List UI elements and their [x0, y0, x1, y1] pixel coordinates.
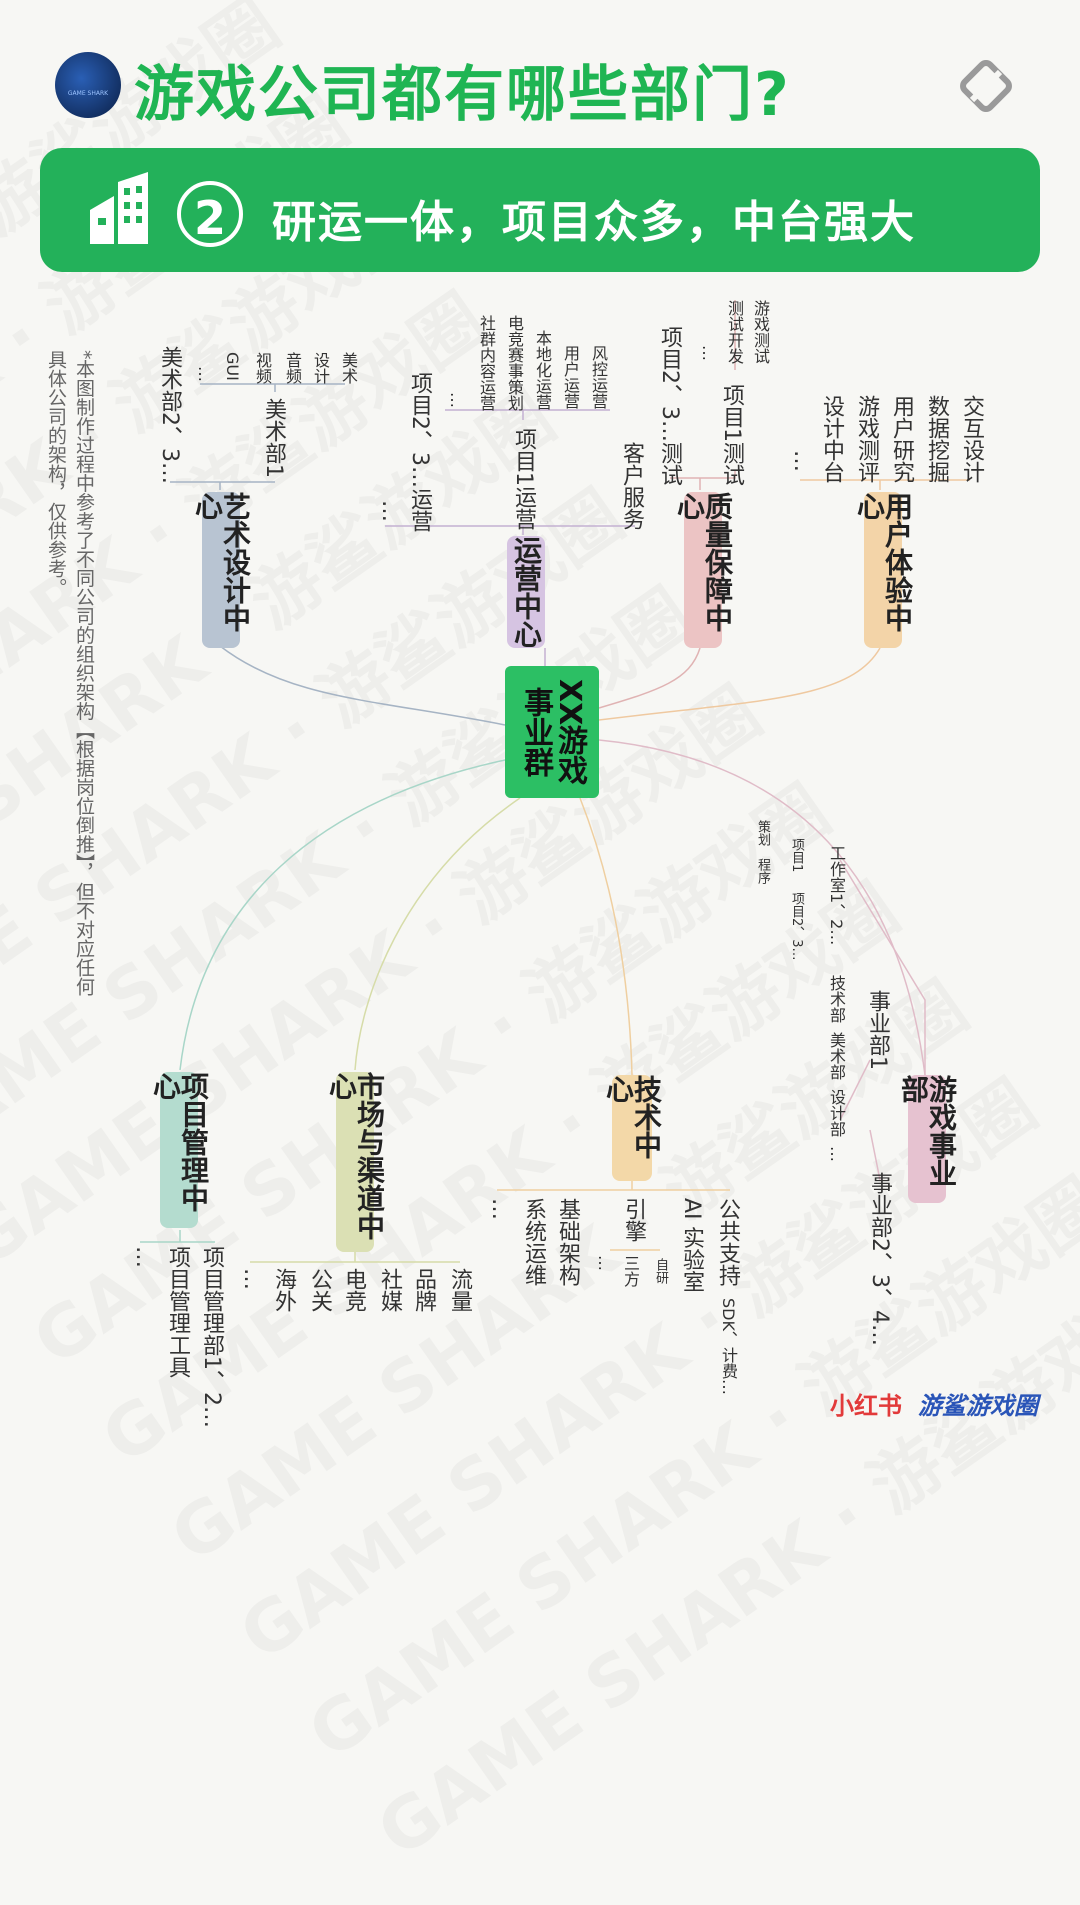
tech-engine-item: 自研	[653, 1258, 668, 1284]
game-role: 程序	[755, 858, 770, 884]
mindmap-connectors	[140, 300, 970, 1263]
ux-item: 设计中台	[819, 395, 844, 483]
art-item: 设计	[311, 352, 330, 384]
section-banner: 2 研运一体，项目众多，中台强大	[40, 148, 1040, 272]
art-item: GUI	[223, 352, 242, 381]
game-studio: 工作室1、2…	[827, 845, 846, 946]
dept-operations: 运营中心	[507, 536, 545, 648]
qa-item: 游戏测试	[751, 300, 770, 364]
ops-customer-service: 客户服务	[619, 442, 644, 530]
center-node: XX游戏事业群	[505, 666, 599, 798]
banner-text: 研运一体，项目众多，中台强大	[272, 197, 916, 248]
dept-technology: 技术中心	[602, 1075, 663, 1181]
ux-item: 游戏测评	[854, 395, 879, 483]
tech-sdk: SDK、计费…	[719, 1298, 738, 1395]
ux-item: 数据挖掘	[924, 395, 949, 483]
tech-engine: 引擎	[621, 1198, 646, 1242]
qa-item: …	[699, 345, 718, 361]
ops-item: …	[447, 392, 466, 408]
ops-project: 项目1运营	[511, 428, 536, 530]
tech-infra: 基础架构	[555, 1198, 580, 1286]
pm-item: 项目管理工具	[165, 1246, 190, 1378]
art-item: …	[195, 366, 214, 382]
game-sub-dept: 设计部	[827, 1089, 846, 1137]
qa-item: 测试开发	[725, 300, 744, 364]
dept-project-management: 项目管理中心	[149, 1072, 210, 1228]
game-sub-dept: 技术部	[827, 975, 846, 1023]
game-role: 策划	[755, 820, 770, 846]
ops-project: 项目2、3…运营	[407, 372, 432, 532]
dept-quality-assurance: 质量保障中心	[673, 492, 734, 648]
ops-item: 用户运营	[561, 345, 580, 409]
game-project: 项目1	[789, 838, 804, 873]
tech-public: 公共支持	[715, 1198, 740, 1286]
ops-item: 电竞赛事策划	[505, 315, 524, 411]
ops-item: 社群内容运营	[477, 315, 496, 411]
dept-game-business: 游戏事业部	[897, 1075, 958, 1203]
art-item: 音频	[283, 352, 302, 384]
market-item: 海外	[271, 1268, 296, 1312]
ops-item: 风控运营	[589, 345, 608, 409]
ux-item: 用户研究	[889, 395, 914, 483]
art-item: 美术	[339, 352, 358, 384]
market-item: 公关	[307, 1268, 332, 1312]
art-item: 视频	[253, 352, 272, 384]
brand-blue: 游鲨游戏圈	[918, 1392, 1038, 1420]
brand-mark-icon	[960, 60, 1012, 112]
pm-item: …	[131, 1246, 156, 1268]
page-title: 游戏公司都有哪些部门?	[134, 60, 791, 130]
tech-engine-item: 三方	[621, 1255, 640, 1287]
tech-more: …	[487, 1198, 512, 1220]
footnote-line2: 具体公司的架构，仅供参考。	[45, 350, 67, 597]
art-dept: 美术部2、3…	[157, 346, 182, 484]
pm-item: 项目管理部1、2…	[199, 1246, 224, 1428]
market-item: 品牌	[411, 1268, 436, 1312]
game-shark-logo: GAME SHARK	[55, 52, 121, 118]
market-item: 电竞	[341, 1268, 366, 1312]
footnote-line1: *本图制作过程中参考了不同公司的组织架构【根据岗位倒推】，但不对应任何	[73, 350, 95, 996]
brand-red: 小红书	[830, 1392, 902, 1420]
game-sub-dept: …	[827, 1146, 846, 1162]
market-item: 社媒	[377, 1268, 402, 1312]
qa-project: 项目2、3…测试	[657, 326, 682, 486]
dept-user-experience: 用户体验中心	[853, 492, 914, 648]
building-icon	[90, 172, 148, 244]
market-item: 流量	[447, 1268, 472, 1312]
ops-more: …	[377, 500, 402, 522]
game-bu: 事业部1	[865, 990, 890, 1070]
dept-market-channel: 市场与渠道中心	[325, 1072, 386, 1252]
game-bu: 事业部2、3、4…	[867, 1172, 892, 1346]
game-project: 项目2、3…	[789, 892, 804, 961]
game-sub-dept: 美术部	[827, 1032, 846, 1080]
art-dept: 美术部1	[261, 398, 286, 478]
dept-art-design: 艺术设计中心	[191, 492, 252, 648]
ux-item: 交互设计	[959, 395, 984, 483]
tech-engine-more: …	[595, 1255, 614, 1271]
ux-item: …	[789, 450, 814, 472]
market-item: …	[239, 1268, 264, 1290]
tech-sre: 系统运维	[521, 1198, 546, 1286]
tech-ai-lab: AI 实验室	[679, 1198, 704, 1293]
qa-project: 项目1测试	[719, 384, 744, 486]
step-number: 2	[177, 181, 243, 247]
ops-item: 本地化运营	[533, 330, 552, 410]
